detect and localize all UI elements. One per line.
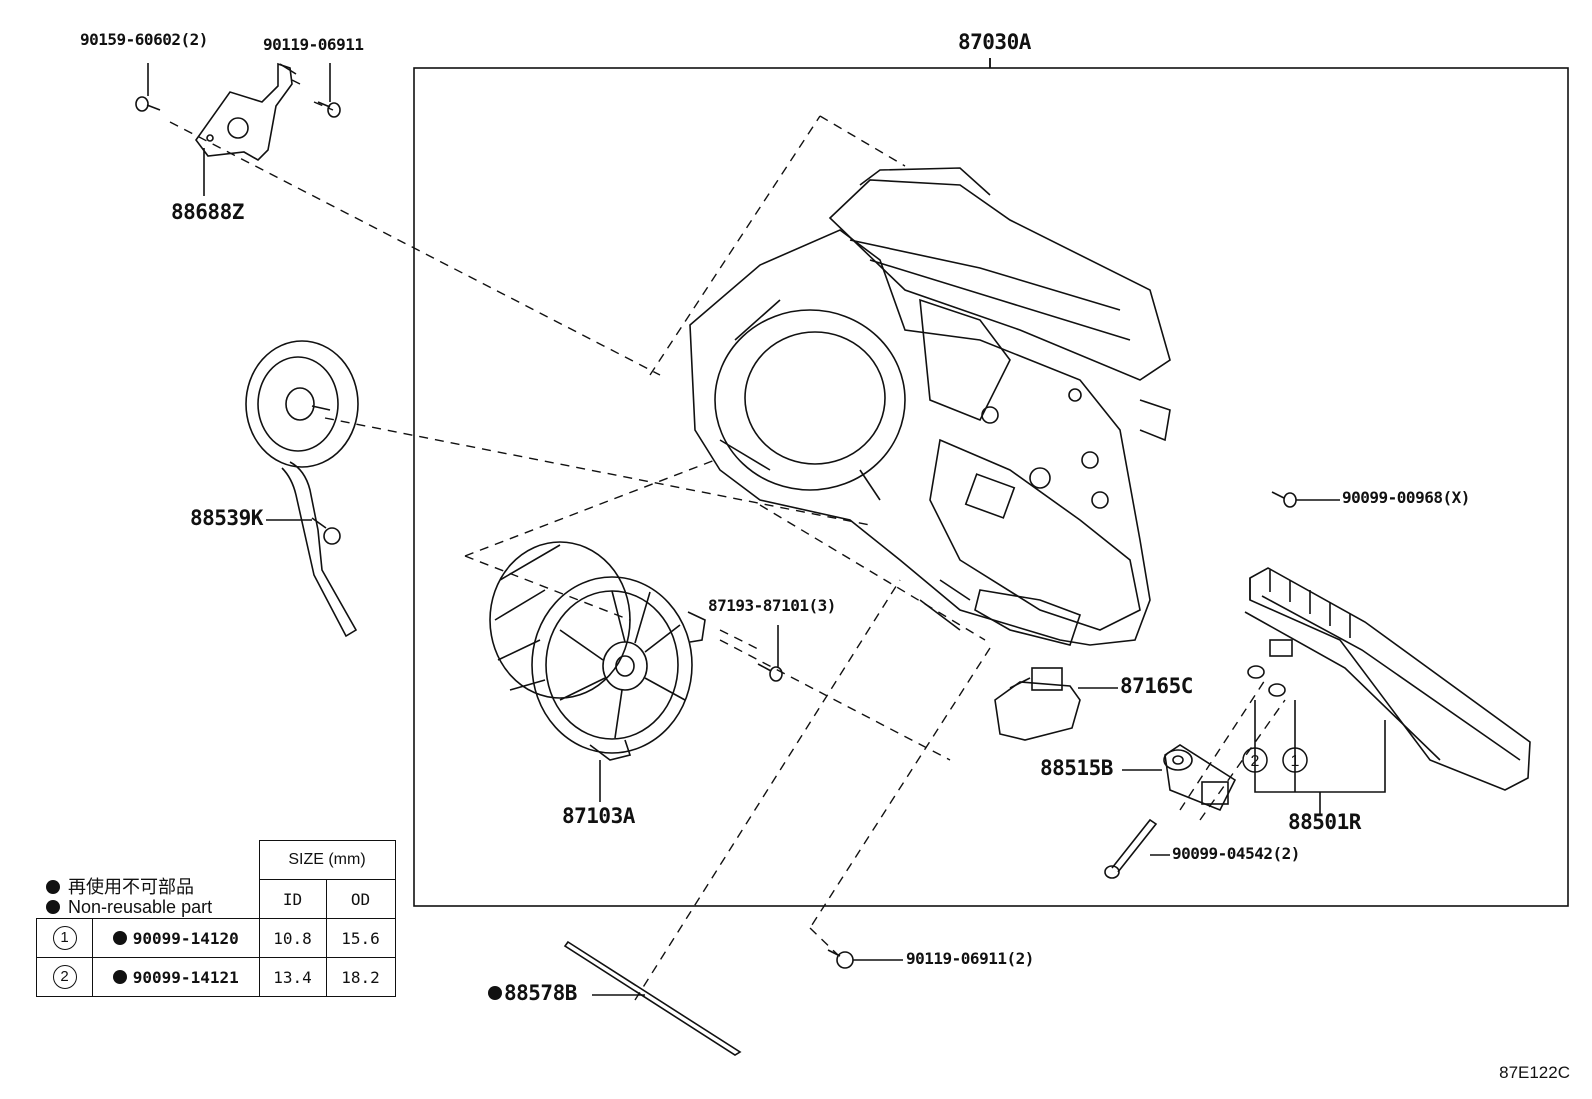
part-label-88539K[interactable]: 88539K <box>190 506 263 530</box>
part-label-88515B[interactable]: 88515B <box>1040 756 1113 780</box>
table-row: 1 90099-14120 10.8 15.6 <box>36 918 396 958</box>
callout-circle-1 <box>1282 747 1308 773</box>
diagram-code: 87E122C <box>1499 1063 1570 1082</box>
part-label-90099-04542[interactable]: 90099-04542(2) <box>1172 844 1300 863</box>
part-label-88578B[interactable]: 88578B <box>488 983 577 1004</box>
callout-1-text: 1 <box>1291 753 1300 770</box>
part-label-88501R[interactable]: 88501R <box>1288 810 1361 834</box>
table-od-value: 18.2 <box>325 957 396 997</box>
non-reusable-dot-icon <box>112 930 127 945</box>
table-part-number[interactable]: 90099-14121 <box>132 967 239 987</box>
id-header: ID <box>258 879 327 919</box>
screw-icon <box>1271 491 1340 508</box>
part-label-87193-87101[interactable]: 87193-87101(3) <box>708 596 836 615</box>
table-row: 2 90099-14121 13.4 18.2 <box>36 957 396 997</box>
bolt-icon <box>135 63 161 112</box>
table-od-value: 15.6 <box>325 918 396 958</box>
table-part-number[interactable]: 90099-14120 <box>132 928 239 948</box>
servo-motor-icon <box>245 340 359 638</box>
part-label-87030A[interactable]: 87030A <box>958 30 1031 54</box>
blower-fan-icon <box>489 541 706 761</box>
part-label-87165C[interactable]: 87165C <box>1120 674 1193 698</box>
legend-jp-text: 再使用不可部品 <box>68 877 194 897</box>
part-label-88688Z[interactable]: 88688Z <box>171 200 244 224</box>
callout-circle-2 <box>1242 747 1268 773</box>
resistor-icon <box>994 667 1081 741</box>
callout-2-text: 2 <box>1251 753 1260 770</box>
non-reusable-dot-icon <box>46 900 60 914</box>
projection-lines <box>169 79 1286 1001</box>
legend-en-text: Non-reusable part <box>68 897 213 917</box>
bracket-icon <box>195 62 297 161</box>
non-reusable-dot-icon <box>46 880 60 894</box>
part-label-90099-00968[interactable]: 90099-00968(X) <box>1342 488 1470 507</box>
part-label-90159-60602[interactable]: 90159-60602(2) <box>80 30 208 49</box>
legend-en: Non-reusable part <box>46 897 212 918</box>
bolt-icon <box>1104 818 1170 879</box>
non-reusable-dot-icon <box>488 986 502 1000</box>
part-label-90119-06911-2[interactable]: 90119-06911(2) <box>906 949 1034 968</box>
callout-circle-1: 1 <box>52 926 77 950</box>
non-reusable-dot-icon <box>112 969 127 984</box>
screw-icon <box>317 63 341 118</box>
oring-size-table: SIZE (mm) ID OD 1 90099-14120 10.8 15.6 … <box>36 840 396 997</box>
legend-jp: 再使用不可部品 <box>46 873 194 899</box>
table-id-value: 13.4 <box>258 957 327 997</box>
size-header: SIZE (mm) <box>258 840 396 880</box>
evaporator-icon <box>1244 567 1531 791</box>
od-header: OD <box>325 879 396 919</box>
screw-icon <box>827 949 903 969</box>
part-label-87103A[interactable]: 87103A <box>562 804 635 828</box>
gasket-icon <box>563 940 742 1056</box>
table-id-value: 10.8 <box>258 918 327 958</box>
blower-housing-icon <box>689 167 1171 646</box>
assembly-frame <box>413 67 1569 907</box>
part-label-88578B-text: 88578B <box>504 981 577 1005</box>
callout-circle-2: 2 <box>52 965 77 989</box>
screw-icon <box>757 625 783 682</box>
part-label-90119-06911[interactable]: 90119-06911 <box>263 35 364 54</box>
expansion-valve-icon <box>1163 744 1237 812</box>
